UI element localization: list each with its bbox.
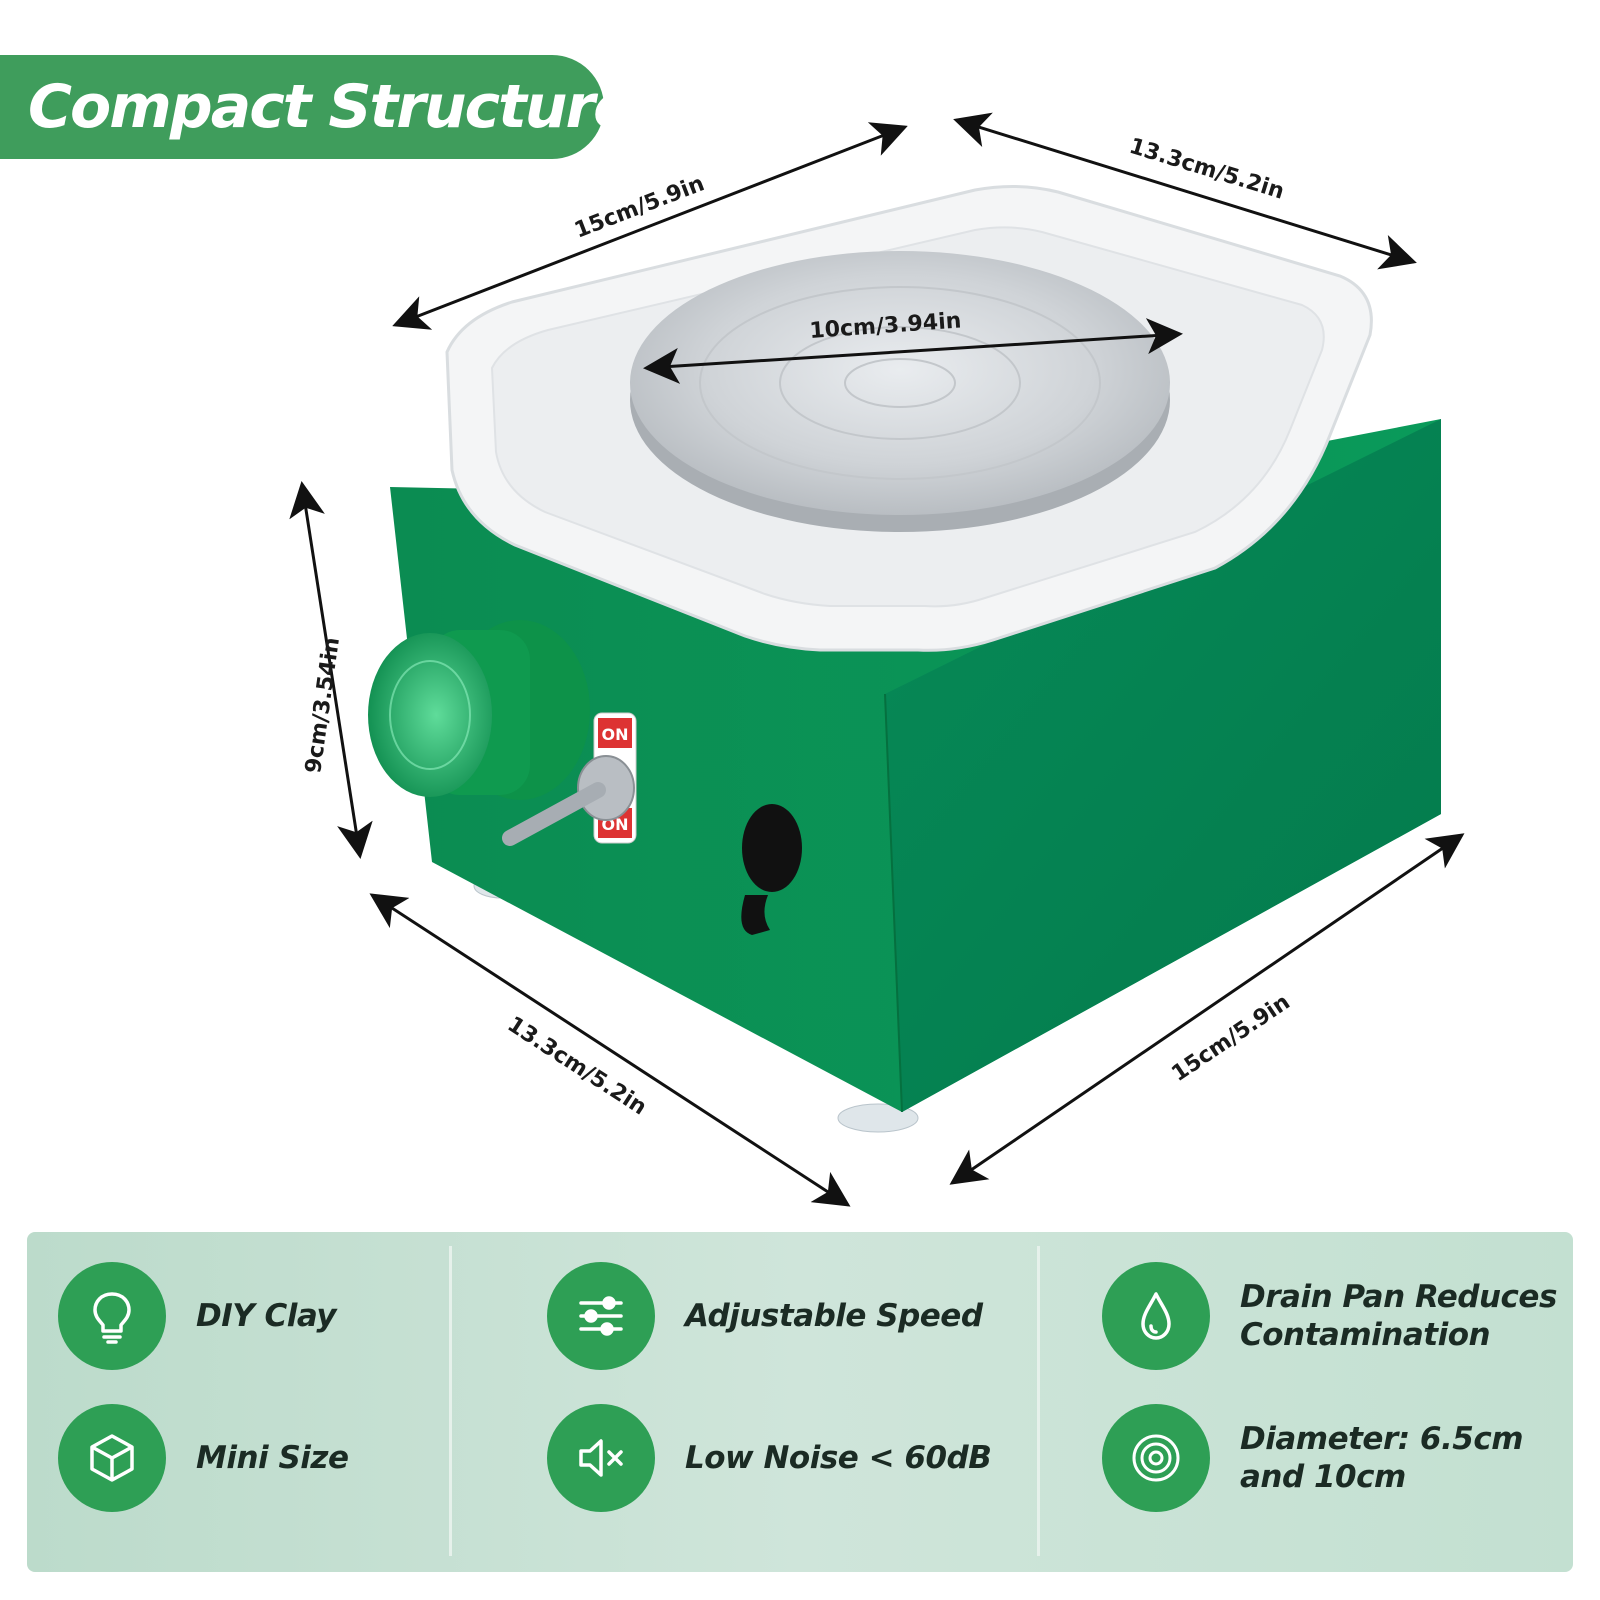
divider (1037, 1246, 1040, 1556)
lightbulb-icon (58, 1262, 166, 1370)
dim-height: 9cm/3.54in (301, 636, 345, 775)
water-drop-icon (1102, 1262, 1210, 1370)
product-illustration: ON ON 15cm/5.9in 13.3cm/5.2in 10cm/3.94i… (289, 112, 1465, 1207)
feature-diy-clay: DIY Clay (58, 1262, 337, 1370)
divider (449, 1246, 452, 1556)
feature-diameter: Diameter: 6.5cm and 10cm (1102, 1404, 1524, 1512)
feature-label: DIY Clay (196, 1298, 337, 1334)
speed-knob (368, 620, 590, 800)
title-banner: Compact Structure (0, 55, 634, 159)
concentric-circles-icon (1102, 1404, 1210, 1512)
feature-mini-size: Mini Size (58, 1404, 349, 1512)
switch-on-top: ON (602, 725, 629, 744)
feature-label: Adjustable Speed (685, 1298, 983, 1334)
dim-width-top: 15cm/5.9in (571, 171, 708, 243)
feature-label: Low Noise < 60dB (685, 1440, 992, 1476)
turntable (630, 251, 1170, 532)
dim-width-bottom: 15cm/5.9in (1167, 990, 1294, 1087)
dimension-arrows (289, 112, 1465, 1207)
feature-adjustable-speed: Adjustable Speed (547, 1262, 983, 1370)
feature-label: Diameter: 6.5cm and 10cm (1240, 1421, 1524, 1495)
feature-label: Mini Size (196, 1440, 349, 1476)
sliders-icon (547, 1262, 655, 1370)
power-switch: ON ON (502, 712, 637, 846)
feature-drain-pan: Drain Pan Reduces Contamination (1102, 1262, 1557, 1370)
dim-depth-top: 13.3cm/5.2in (1126, 134, 1287, 205)
feature-panel: DIY Clay Adjustable Speed Drain Pa (27, 1232, 1573, 1572)
mute-speaker-icon (547, 1404, 655, 1512)
feature-label: Drain Pan Reduces Contamination (1240, 1279, 1557, 1353)
feature-low-noise: Low Noise < 60dB (547, 1404, 992, 1512)
cube-icon (58, 1404, 166, 1512)
